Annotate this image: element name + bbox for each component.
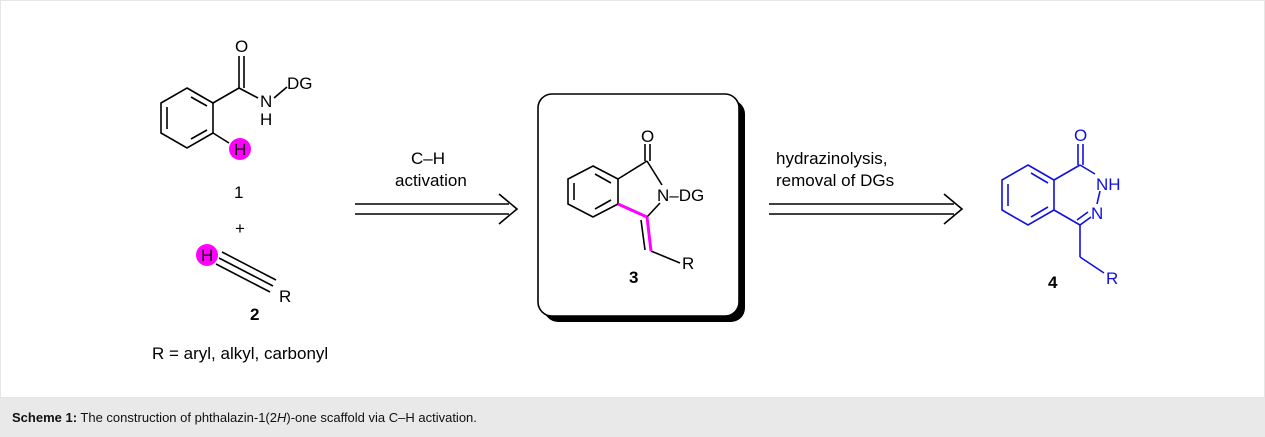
label-r: R — [279, 287, 291, 306]
arrow-1-label-line1: C–H — [411, 149, 445, 168]
arrow-1-label-line2: activation — [395, 171, 467, 190]
label-nh: NH — [1096, 175, 1121, 194]
exocyclic-double-bond — [640, 219, 646, 251]
caption-text-end: )-one scaffold via C–H activation. — [286, 410, 477, 425]
label-dg: DG — [287, 74, 313, 93]
new-bond-highlight — [617, 202, 653, 252]
r-definition: R = aryl, alkyl, carbonyl — [152, 344, 328, 363]
atom-o: O — [235, 37, 248, 56]
compound-3-structure — [567, 144, 681, 264]
compound-number-2: 2 — [250, 305, 259, 324]
compound-4-structure — [1001, 144, 1105, 274]
atom-h-highlighted: H — [201, 246, 213, 265]
atom-o: O — [641, 127, 654, 146]
caption-italic: H — [276, 410, 287, 425]
caption-label: Scheme 1: — [12, 410, 78, 425]
caption-bar: Scheme 1: The construction of phthalazin… — [0, 398, 1265, 437]
intermediate-box — [537, 93, 740, 317]
atom-n: N — [260, 92, 272, 111]
label-r: R — [1106, 269, 1118, 288]
atom-o: O — [1074, 126, 1087, 145]
label-n-dg: N–DG — [657, 186, 704, 205]
highlight-h-alkyne — [196, 244, 218, 266]
compound-2-structure — [215, 251, 277, 293]
caption-text: The construction of phthalazin-1(2 — [77, 410, 277, 425]
highlight-h-aryl — [229, 138, 251, 160]
compound-number-1: 1 — [234, 183, 243, 202]
figure-panel: O N H DG H 1 + H R 2 R = aryl, alkyl, ca… — [0, 0, 1265, 398]
compound-number-3: 3 — [629, 268, 638, 287]
arrow-2-label-line2: removal of DGs — [776, 171, 894, 190]
reaction-arrow-2 — [769, 193, 964, 225]
compound-1-structure — [160, 56, 288, 149]
atom-n: N — [1091, 204, 1103, 223]
atom-h: H — [260, 110, 272, 129]
reaction-arrow-1 — [355, 193, 519, 225]
atom-h-highlighted: H — [234, 140, 246, 159]
compound-number-4: 4 — [1048, 273, 1058, 292]
reaction-scheme: O N H DG H 1 + H R 2 R = aryl, alkyl, ca… — [152, 37, 1121, 363]
plus-sign: + — [235, 219, 245, 238]
arrow-2-label-line1: hydrazinolysis, — [776, 149, 888, 168]
label-r: R — [682, 254, 694, 273]
